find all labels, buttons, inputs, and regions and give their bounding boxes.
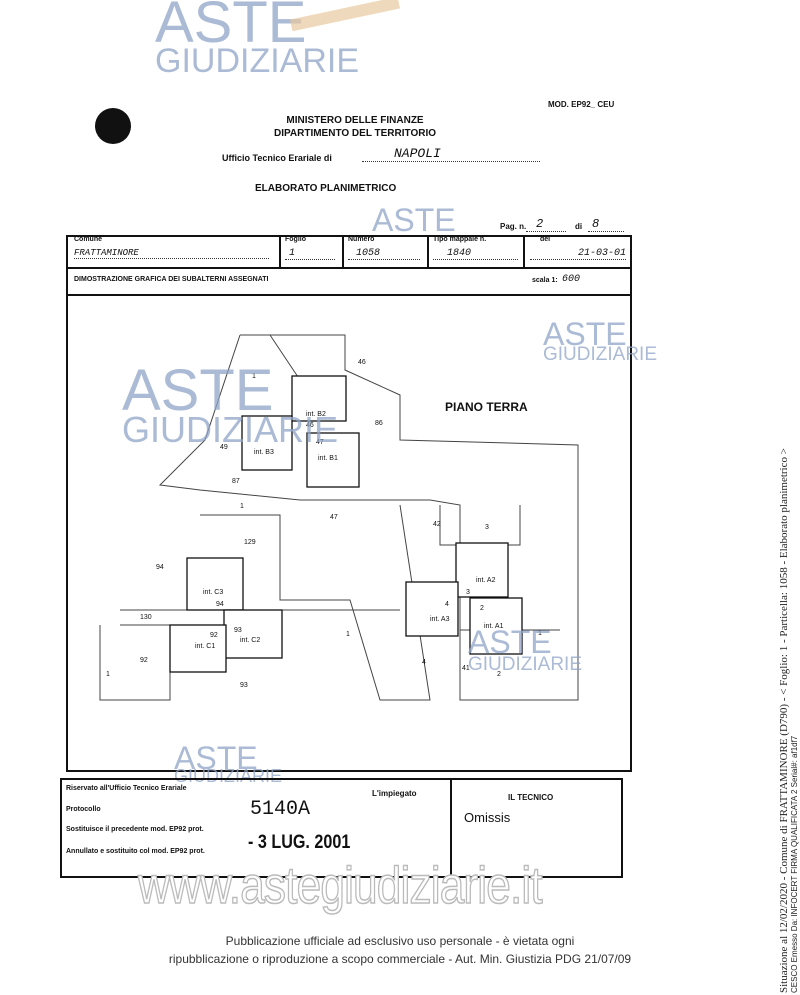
side-signature: CESCO Emesso Da: INFOCERT FIRMA QUALIFIC… [790,735,799,993]
foglio-value: 1 [285,248,335,260]
ministry: MINISTERO DELLE FINANZE DIPARTIMENTO DEL … [230,114,480,140]
plan-label: 1 [106,671,110,678]
watermark-aste: ASTE [174,740,258,776]
foglio-label: Foglio [285,236,306,243]
watermark-giudiziarie: GIUDIZIARIE [543,344,658,365]
plan-label: int. C2 [240,637,260,644]
plan-label: 94 [216,601,224,608]
plan-label: 1 [252,373,256,380]
del-label: del [540,236,551,243]
replace-label: Sostituisce il precedente mod. EP92 prot… [66,826,204,833]
scale-label: scala 1: [532,277,558,284]
protocol-value: 5140A [250,798,311,821]
plan-label: 3 [485,524,489,531]
of-label: di [575,222,583,231]
unit-a2 [455,542,509,598]
plan-label: 93 [234,627,242,634]
scale-value: 600 [562,274,581,285]
plan-label: 42 [433,521,441,528]
plan-label: int. B1 [318,455,338,462]
comune-label: Comune [74,236,102,243]
plan-label: 92 [210,632,218,639]
watermark-url: www.astegiudiziarie.it [137,856,543,916]
watermark-giudiziarie: GIUDIZIARIE [155,42,360,80]
floor-label: PIANO TERRA [445,400,528,414]
unit-c2 [223,609,283,659]
office-value: NAPOLI [362,146,540,162]
plan-label: int. A2 [476,577,496,584]
page-value: 2 [526,217,566,232]
department-name: DIPARTIMENTO DEL TERRITORIO [273,128,437,139]
reserved-label: Riservato all'Ufficio Tecnico Erariale [66,785,187,792]
plan-label: 94 [156,564,164,571]
plan-label: 2 [480,605,484,612]
technician-label: IL TECNICO [508,793,554,802]
plan-label: 86 [375,420,383,427]
plan-label: int. A3 [430,616,450,623]
plan-label: 3 [466,589,470,596]
plan-label: 46 [306,422,314,429]
plan-label: int. C1 [195,643,215,650]
plan-label: 129 [244,539,256,546]
unit-b1 [306,432,360,488]
unit-a3 [405,581,459,637]
notice-line2: ripubblicazione o riproduzione a scopo c… [168,952,632,966]
unit-c3 [186,557,244,611]
watermark-giudiziarie: GIUDIZIARIE [122,409,339,450]
emblem-icon [95,108,131,144]
plan-label: 47 [316,439,324,446]
document-title: ELABORATO PLANIMETRICO [255,183,397,194]
watermark-aste: ASTE [122,358,274,423]
numero-value: 1058 [348,248,420,260]
registry-box [60,778,623,878]
tipo-value: 1840 [433,248,518,260]
watermark-aste: ASTE [372,202,456,238]
plan-label: int. B3 [254,449,274,456]
unit-b2 [291,375,347,422]
watermark-aste: ASTE [468,624,552,660]
side-status: Situazione al 12/02/2020 - Comune di FRA… [778,448,790,993]
plan-label: 41 [462,665,470,672]
notice-line1: Pubblicazione ufficiale ad esclusivo uso… [225,934,575,948]
plan-label: 4 [445,601,449,608]
plan-label: int. C3 [203,589,223,596]
comune-value: FRATTAMINORE [74,248,269,259]
del-value: 21-03-01 [530,248,626,260]
plan-label: 1 [240,503,244,510]
technician-value: Omissis [464,810,511,825]
plan-label: 47 [330,514,338,521]
tipo-label: Tipo mappale n. [433,236,487,243]
plan-label: 93 [240,682,248,689]
watermark-giudiziarie: GIUDIZIARIE [174,766,283,786]
plan-label: 87 [232,478,240,485]
plan-label: 2 [497,671,501,678]
plan-label: int. A1 [484,623,504,630]
plan-frame [66,267,632,772]
office-label: Ufficio Tecnico Erariale di [222,153,332,163]
ministry-name: MINISTERO DELLE FINANZE [286,115,424,126]
cancel-label: Annullato e sostituito col mod. EP92 pro… [66,848,205,855]
plan-label: int. B2 [306,411,326,418]
unit-c1 [169,624,227,673]
plan-label: 92 [140,657,148,664]
model-code: MOD. EP92_ CEU [548,100,615,109]
page-label: Pag. n. [500,222,527,231]
plan-label: 46 [358,359,366,366]
plan-label: 130 [140,614,152,621]
protocol-label: Protocollo [66,806,101,813]
plan-label: 1 [346,631,350,638]
unit-a1 [469,597,523,655]
plan-label: 4 [422,659,426,666]
numero-label: Numero [348,236,375,243]
date-stamp: - 3 LUG. 2001 [248,832,351,853]
unit-b3 [241,415,293,471]
plan-label: 49 [220,444,228,451]
watermark-giudiziarie: GIUDIZIARIE [468,654,583,675]
of-value: 8 [588,217,624,232]
plan-label: 1 [538,630,542,637]
watermark-aste: ASTE [543,316,627,352]
official-label: L'impiegato [372,789,417,798]
watermark-aste: ASTE [155,0,307,55]
section-title: DIMOSTRAZIONE GRAFICA DEI SUBALTERNI ASS… [74,276,269,283]
